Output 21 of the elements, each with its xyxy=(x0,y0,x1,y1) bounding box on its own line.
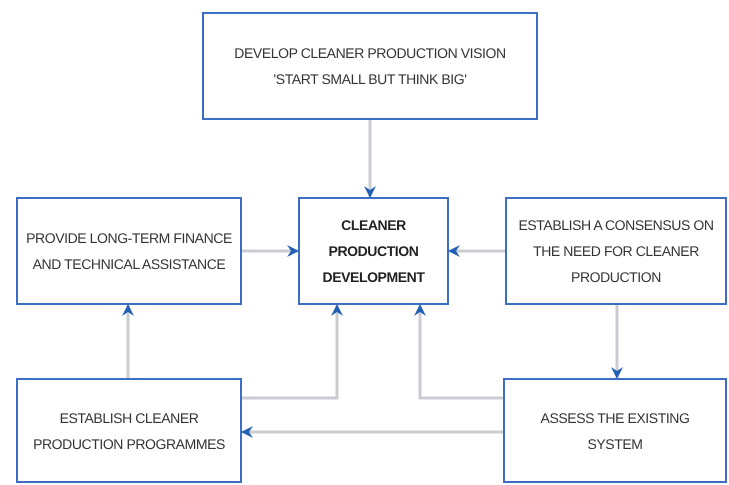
box-text: PROVIDE LONG-TERM FINANCE AND TECHNICAL ASSISTANCE xyxy=(26,229,232,274)
box-text: ASSESS THE EXISTING SYSTEM xyxy=(540,408,690,454)
box-text: CLEANER PRODUCTION DEVELOPMENT xyxy=(322,216,426,287)
process-box xyxy=(503,378,727,483)
box-text: ESTABLISH A CONSENSUS ON THE NEED FOR CLEANER PRODUCTION xyxy=(517,216,715,287)
process-box xyxy=(202,12,538,120)
process-box xyxy=(16,197,242,305)
arrow xyxy=(448,245,505,257)
arrow xyxy=(364,120,376,198)
box-text: ESTABLISH CLEANER PRODUCTION PROGRAMMES xyxy=(32,408,226,454)
process-box xyxy=(298,197,449,305)
arrow xyxy=(122,304,134,378)
arrow xyxy=(242,245,299,257)
arrow xyxy=(241,426,503,438)
box-text: 'START SMALL BUT THINK BIG' xyxy=(274,70,466,89)
process-box xyxy=(16,378,242,483)
arrow xyxy=(611,305,623,379)
process-box xyxy=(505,197,727,305)
arrow xyxy=(242,304,343,400)
arrow xyxy=(414,304,503,400)
box-text: DEVELOP CLEANER PRODUCTION VISION xyxy=(234,44,506,63)
